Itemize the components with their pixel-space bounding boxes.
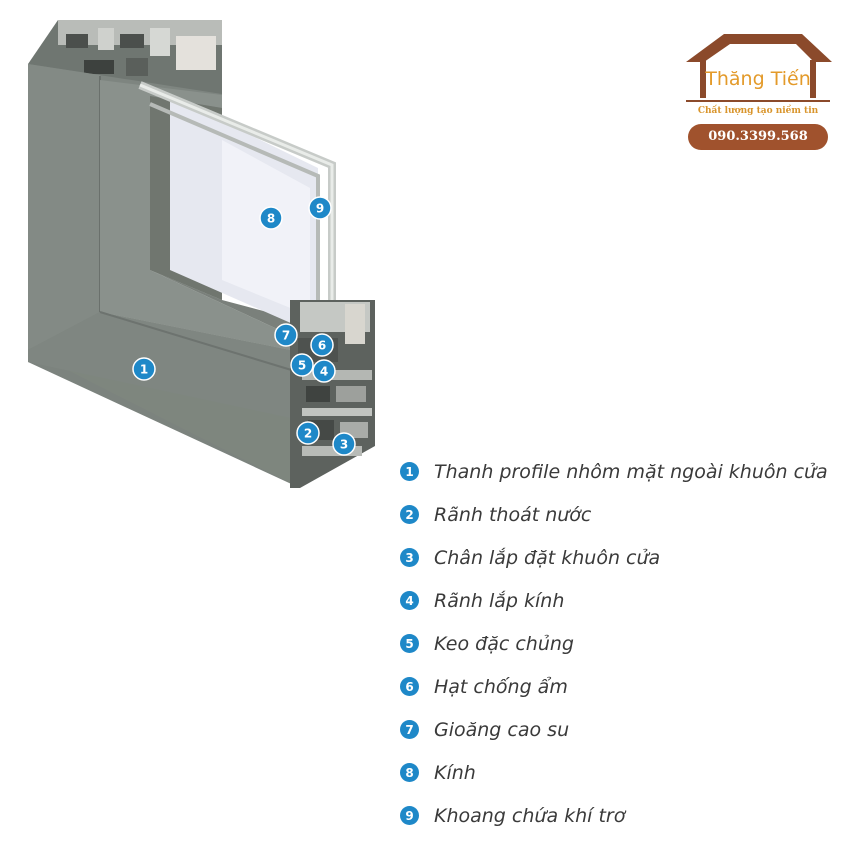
svg-text:6: 6	[318, 339, 326, 353]
svg-text:9: 9	[316, 202, 324, 216]
marker-3: 3	[333, 433, 355, 455]
svg-text:4: 4	[320, 365, 328, 379]
brand-name: Thăng Tiến	[696, 68, 820, 90]
legend-item: 4 Rãnh lắp kính	[400, 579, 828, 622]
svg-text:5: 5	[298, 359, 306, 373]
legend-badge: 7	[400, 720, 419, 739]
marker-9: 9	[309, 197, 331, 219]
legend-item: 2 Rãnh thoát nước	[400, 493, 828, 536]
legend-label: Khoang chứa khí trơ	[434, 805, 625, 827]
legend-item: 5 Keo đặc chủng	[400, 622, 828, 665]
marker-5: 5	[291, 354, 313, 376]
svg-text:3: 3	[340, 438, 348, 452]
legend-item: 8 Kính	[400, 751, 828, 794]
legend-label: Chân lắp đặt khuôn cửa	[434, 547, 660, 569]
legend-label: Thanh profile nhôm mặt ngoài khuôn cửa	[434, 461, 828, 483]
marker-8: 8	[260, 207, 282, 229]
legend-item: 6 Hạt chống ẩm	[400, 665, 828, 708]
svg-text:8: 8	[267, 212, 275, 226]
svg-text:1: 1	[140, 363, 148, 377]
marker-2: 2	[297, 422, 319, 444]
legend-label: Rãnh lắp kính	[434, 590, 564, 612]
marker-6: 6	[311, 334, 333, 356]
legend-badge: 8	[400, 763, 419, 782]
legend-item: 1 Thanh profile nhôm mặt ngoài khuôn cửa	[400, 450, 828, 493]
legend-item: 3 Chân lắp đặt khuôn cửa	[400, 536, 828, 579]
marker-4: 4	[313, 360, 335, 382]
brand-tagline: Chất lượng tạo niềm tin	[684, 106, 832, 116]
legend-badge: 6	[400, 677, 419, 696]
svg-text:7: 7	[282, 329, 290, 343]
legend-label: Rãnh thoát nước	[434, 504, 591, 526]
legend-badge: 1	[400, 462, 419, 481]
legend-label: Hạt chống ẩm	[434, 676, 568, 698]
legend-item: 9 Khoang chứa khí trơ	[400, 794, 828, 837]
svg-text:2: 2	[304, 427, 312, 441]
marker-7: 7	[275, 324, 297, 346]
legend-label: Keo đặc chủng	[434, 633, 574, 655]
brand-phone: 090.3399.568	[688, 124, 828, 150]
legend-badge: 2	[400, 505, 419, 524]
legend-badge: 9	[400, 806, 419, 825]
legend-badge: 4	[400, 591, 419, 610]
bottom-profile-cross-section	[290, 300, 375, 488]
legend-label: Kính	[434, 762, 476, 784]
legend-label: Gioăng cao su	[434, 719, 569, 741]
marker-1: 1	[133, 358, 155, 380]
legend-badge: 3	[400, 548, 419, 567]
legend-badge: 5	[400, 634, 419, 653]
legend-item: 7 Gioăng cao su	[400, 708, 828, 751]
brand-logo: Thăng Tiến Chất lượng tạo niềm tin 090.3…	[684, 30, 832, 156]
